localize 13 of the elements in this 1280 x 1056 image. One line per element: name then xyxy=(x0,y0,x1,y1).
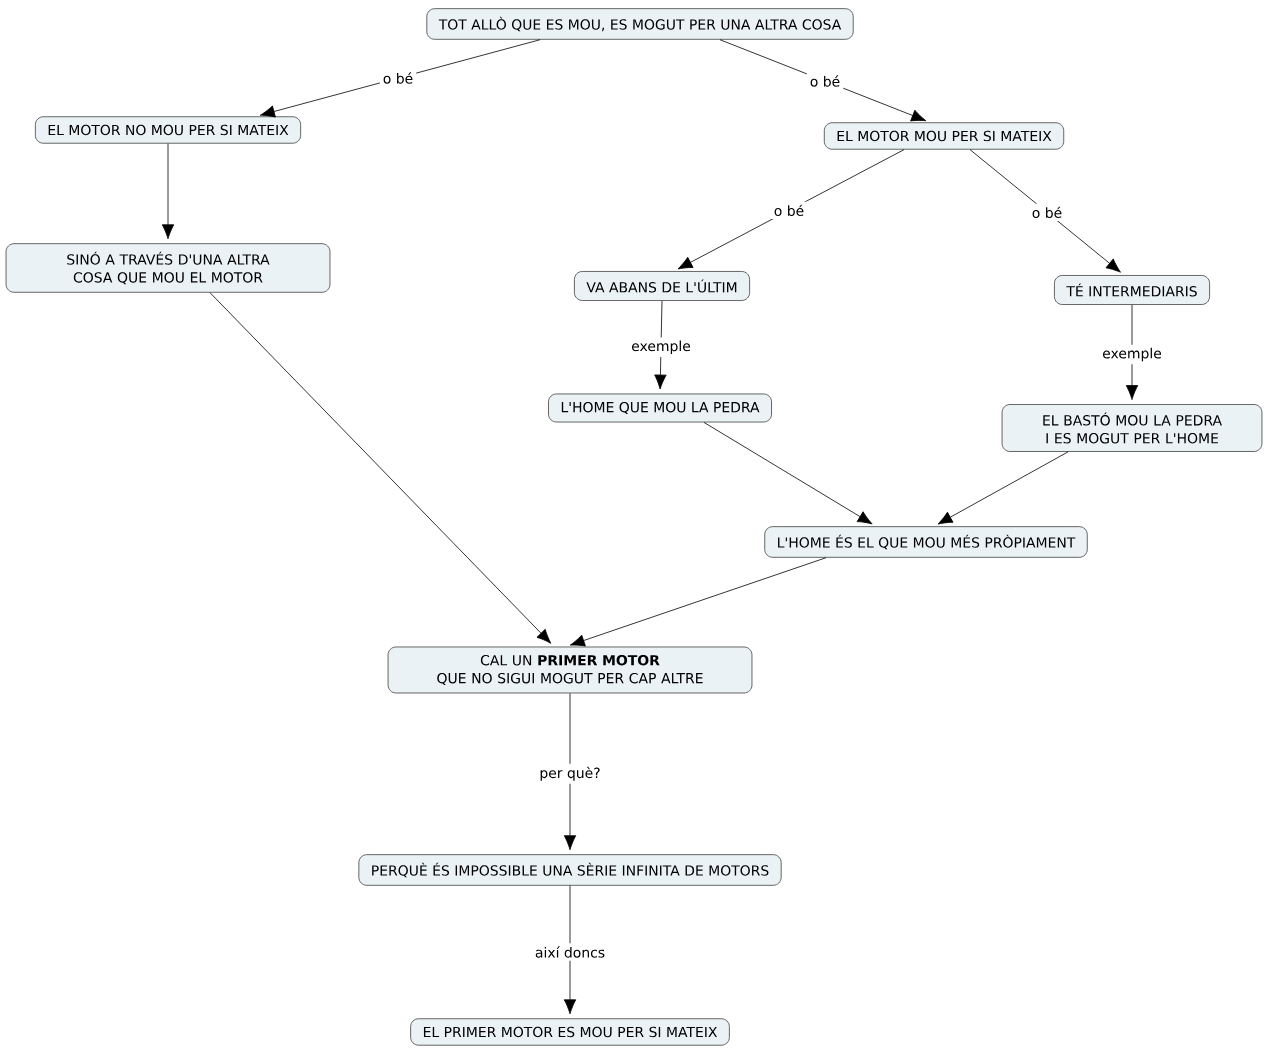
arrow xyxy=(654,300,667,390)
arrow xyxy=(1125,304,1139,400)
arrow xyxy=(677,149,905,270)
arrow xyxy=(563,693,577,851)
arrow xyxy=(569,557,827,647)
arrow xyxy=(937,451,1069,525)
arrow xyxy=(259,39,541,118)
arrow xyxy=(161,143,175,240)
arrow xyxy=(209,292,552,644)
arrow xyxy=(969,149,1121,273)
arrow xyxy=(719,39,927,122)
arrow xyxy=(563,885,577,1015)
arrow xyxy=(703,422,873,525)
